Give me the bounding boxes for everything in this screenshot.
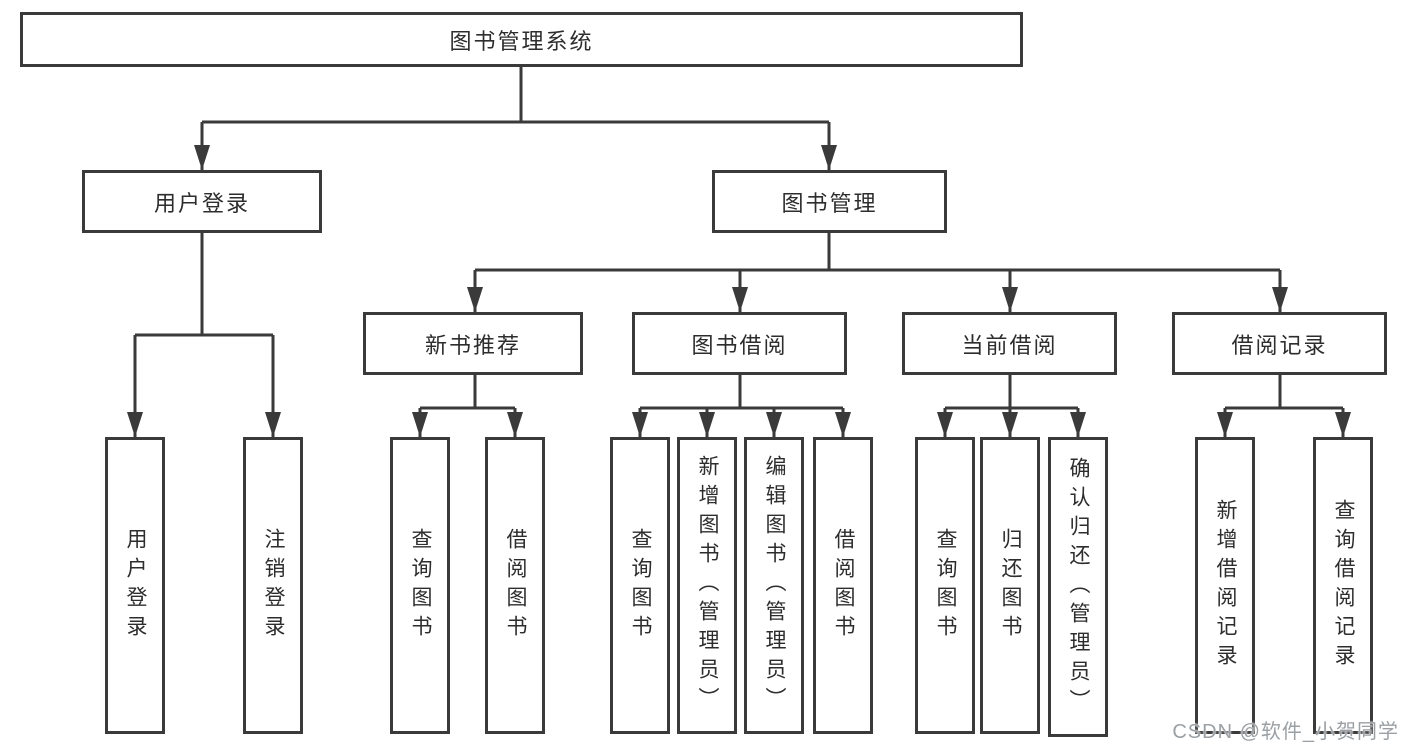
- node-borrow-books: 借阅图书: [485, 437, 545, 734]
- node-library-management-system: 图书管理系统: [20, 12, 1023, 67]
- node-label: 借阅图书: [504, 527, 527, 644]
- node-label: 当前借阅: [961, 332, 1058, 358]
- node-book-management: 图书管理: [712, 170, 947, 233]
- node-label: 归还图书: [999, 527, 1022, 644]
- node-borrow-books: 借阅图书: [813, 437, 873, 734]
- node-logout: 注销登录: [243, 437, 303, 734]
- node-label: 用户登录: [124, 527, 147, 644]
- node-query-borrow-record: 查询借阅记录: [1313, 437, 1373, 734]
- node-label: 查询图书: [629, 527, 652, 644]
- node-confirm-return-admin: 确认归还（管理员）: [1048, 437, 1108, 737]
- node-label: 图书借阅: [691, 332, 788, 358]
- node-label: 借阅图书: [832, 527, 855, 644]
- node-user-login: 用户登录: [82, 170, 322, 233]
- node-current-borrowing: 当前借阅: [902, 312, 1117, 375]
- node-query-books: 查询图书: [610, 437, 670, 734]
- csdn-watermark: CSDN @软件_小贺同学: [1172, 721, 1399, 743]
- node-label: 新增借阅记录: [1214, 498, 1237, 673]
- node-label: 新增图书（管理员）: [696, 455, 719, 716]
- node-label: 图书管理系统: [449, 28, 594, 54]
- node-user-login-leaf: 用户登录: [105, 437, 165, 734]
- node-book-borrowing: 图书借阅: [632, 312, 847, 375]
- node-label: 查询图书: [934, 527, 957, 644]
- node-label: 图书管理: [781, 190, 878, 216]
- node-new-book-recommendation: 新书推荐: [363, 312, 583, 375]
- node-label: 借阅记录: [1231, 332, 1328, 358]
- node-label: 编辑图书（管理员）: [763, 455, 786, 716]
- node-edit-books-admin: 编辑图书（管理员）: [744, 437, 804, 734]
- node-return-books: 归还图书: [980, 437, 1040, 734]
- node-label: 查询借阅记录: [1332, 498, 1355, 673]
- node-label: 查询图书: [409, 527, 432, 644]
- node-borrowing-records: 借阅记录: [1172, 312, 1387, 375]
- node-label: 确认归还（管理员）: [1067, 456, 1090, 718]
- node-label: 用户登录: [153, 190, 250, 216]
- node-add-books-admin: 新增图书（管理员）: [677, 437, 737, 734]
- node-label: 新书推荐: [424, 332, 521, 358]
- node-query-books: 查询图书: [390, 437, 450, 734]
- node-add-borrow-record: 新增借阅记录: [1195, 437, 1255, 734]
- node-query-books: 查询图书: [915, 437, 975, 734]
- node-label: 注销登录: [262, 527, 285, 644]
